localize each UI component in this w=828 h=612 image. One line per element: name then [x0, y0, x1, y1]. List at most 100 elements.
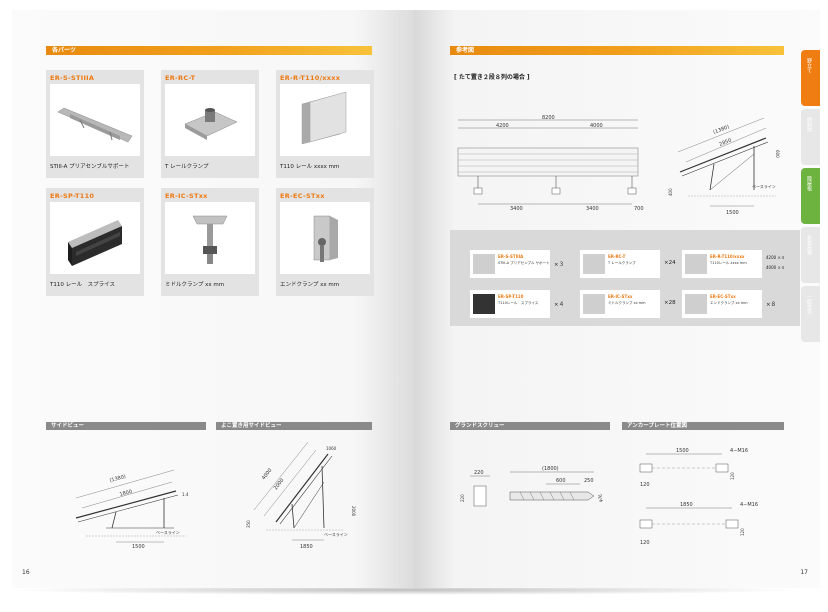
- ground-screw-drawing: 220 220 (1800) 600 250 φ76: [460, 466, 603, 507]
- page-number-right: 17: [800, 569, 808, 576]
- summary-part-name: STIII-A プリアセンブル サポート: [498, 261, 550, 265]
- side-view-title: サイドビュー: [51, 423, 85, 429]
- gs-top-label: 220: [474, 470, 484, 476]
- tab-label: 野立て: [806, 58, 812, 73]
- part-image-rail-clamp: [165, 84, 255, 156]
- part-card: ER-IC-STxx ミドルクランプ xx mm: [161, 188, 259, 296]
- gs-end-label: 250: [584, 478, 594, 484]
- summary-qty: ×３: [554, 262, 565, 268]
- tab-flat-roof[interactable]: 陸屋根: [801, 168, 820, 224]
- part-code: ER-S-STIIIA: [50, 74, 95, 82]
- summary-part-name: T レールクランプ: [608, 261, 636, 265]
- part-image-support: [50, 84, 140, 156]
- summary-part-name: T110レール スプライス: [498, 301, 539, 305]
- gs-side-label: 220: [460, 494, 465, 502]
- parts-section-bar: 各パーツ: [46, 46, 372, 55]
- tab-folded-roof[interactable]: 折板屋根: [801, 227, 820, 283]
- plan-total-label: 8200: [542, 115, 555, 121]
- part-card: ER-SP-T110 T110 レール スプライス: [46, 188, 144, 296]
- part-name: ミドルクランプ xx mm: [165, 282, 225, 288]
- summary-part-image: [685, 294, 707, 314]
- plan-right-label: 4000: [590, 123, 603, 129]
- summary-item: ER-EC-STxx エンドクランプ xx mm: [682, 290, 762, 318]
- part-card: ER-S-STIIIA STIII-A プリアセンブルサポート: [46, 70, 144, 178]
- gs-mid-label: 600: [556, 478, 566, 484]
- part-name: T110 レール xxxx mm: [280, 164, 340, 170]
- part-card: ER-R-T110/xxxx T110 レール xxxx mm: [276, 70, 374, 178]
- gs-len-label: (1800): [542, 466, 559, 472]
- part-image-rail: [280, 84, 370, 156]
- anchor-h2-label: 120: [740, 528, 745, 536]
- part-image-end-clamp: [280, 202, 370, 274]
- side-tick-label: 1.4: [182, 492, 189, 497]
- part-name: T110 レール スプライス: [50, 282, 115, 288]
- tab-label: 折板屋根: [806, 235, 812, 255]
- summary-part-image: [583, 294, 605, 314]
- summary-part-name: ミドルクランプ xx mm: [608, 301, 646, 305]
- reference-section-bar: 参考図: [450, 46, 784, 55]
- landscape-left-label: 350: [246, 520, 251, 528]
- side-view-bar: サイドビュー: [46, 422, 206, 430]
- landscape-side-view-title: よこ置き用サイドビュー: [221, 423, 282, 429]
- reference-section-title: 参考図: [456, 47, 475, 54]
- anchor-h1-label: 120: [730, 472, 735, 480]
- summary-part-code: ER-R-T110/xxxx: [710, 254, 745, 259]
- chapter-tabs: 野立て 傾斜地 陸屋根 折板屋根 一般住宅: [801, 50, 820, 345]
- part-image-splice: [50, 202, 140, 274]
- anchor-bolt2-label: 4−M16: [740, 502, 758, 508]
- summary-part-image: [685, 254, 707, 274]
- elev-right-label: 600: [775, 150, 780, 158]
- elev-baseline-label: ベースライン: [752, 183, 776, 189]
- summary-qty: ×４: [554, 302, 565, 308]
- ground-screw-bar: グランドスクリュー: [450, 422, 610, 430]
- anchor-plate-title: アンカープレート位置図: [627, 423, 687, 429]
- tab-slope[interactable]: 傾斜地: [801, 109, 820, 165]
- tab-label: 傾斜地: [806, 117, 812, 132]
- elev-slant-label: (1380): [713, 124, 731, 136]
- summary-part-code: ER-S-STIIIA: [498, 254, 524, 259]
- elevation-drawing: (1380) 2850 1500 400 600 ベースライン: [668, 117, 780, 216]
- ground-screw-title: グランドスクリュー: [455, 423, 505, 429]
- plan-end-label: 700: [634, 206, 644, 212]
- page-number-left: 16: [22, 569, 30, 576]
- landscape-baseline-label: ベースライン: [324, 531, 348, 537]
- landscape-side-view-drawing: 4000 2000 1060 2000 1850 350 ベースライン: [246, 441, 356, 550]
- landscape-top-label: 1060: [326, 446, 337, 451]
- summary-part-name: T110レール xxxx mm: [710, 261, 747, 265]
- tab-house[interactable]: 一般住宅: [801, 286, 820, 342]
- part-code: ER-R-T110/xxxx: [280, 74, 341, 82]
- part-code: ER-SP-T110: [50, 192, 95, 200]
- tab-label: 陸屋根: [806, 176, 812, 191]
- summary-part-image: [473, 294, 495, 314]
- summary-item: ER-IC-STxx ミドルクランプ xx mm: [580, 290, 660, 318]
- part-code: ER-EC-STxx: [280, 192, 325, 200]
- part-code: ER-RC-T: [165, 74, 196, 82]
- summary-part-code: ER-SP-T110: [498, 294, 524, 299]
- summary-part-image: [583, 254, 605, 274]
- summary-part-image: [473, 254, 495, 274]
- summary-part-code: ER-RC-T: [608, 254, 626, 259]
- summary-qty: ×28: [664, 300, 676, 306]
- tab-field-mount[interactable]: 野立て: [801, 50, 820, 106]
- summary-item: ER-R-T110/xxxx T110レール xxxx mm: [682, 250, 762, 278]
- gs-dia-label: φ76: [598, 494, 603, 502]
- summary-qty: ×24: [664, 260, 676, 266]
- side-slant-label: (1380): [109, 474, 127, 484]
- plan-seg2-label: 3400: [586, 206, 599, 212]
- summary-item: ER-SP-T110 T110レール スプライス: [470, 290, 550, 318]
- plan-seg1-label: 3400: [510, 206, 523, 212]
- anchor-w2-label: 120: [640, 540, 650, 546]
- anchor-dim2-label: 1850: [680, 502, 693, 508]
- part-code: ER-IC-STxx: [165, 192, 208, 200]
- left-page: 各パーツ ER-S-STIIIA STIII-A プリアセンブルサポート ER-…: [12, 10, 414, 588]
- elev-mid-label: 2850: [719, 138, 733, 148]
- landscape-side-view-bar: よこ置き用サイドビュー: [216, 422, 372, 430]
- side-mid-label: 1800: [119, 489, 133, 498]
- part-name: エンドクランプ xx mm: [280, 282, 340, 288]
- side-baseline-label: ベースライン: [156, 529, 180, 535]
- summary-qty: 4200 ×４: [766, 255, 785, 260]
- part-card: ER-EC-STxx エンドクランプ xx mm: [276, 188, 374, 296]
- landscape-height-label: 2000: [351, 506, 356, 517]
- anchor-plate-bar: アンカープレート位置図: [622, 422, 784, 430]
- anchor-dim1-label: 1500: [676, 448, 689, 454]
